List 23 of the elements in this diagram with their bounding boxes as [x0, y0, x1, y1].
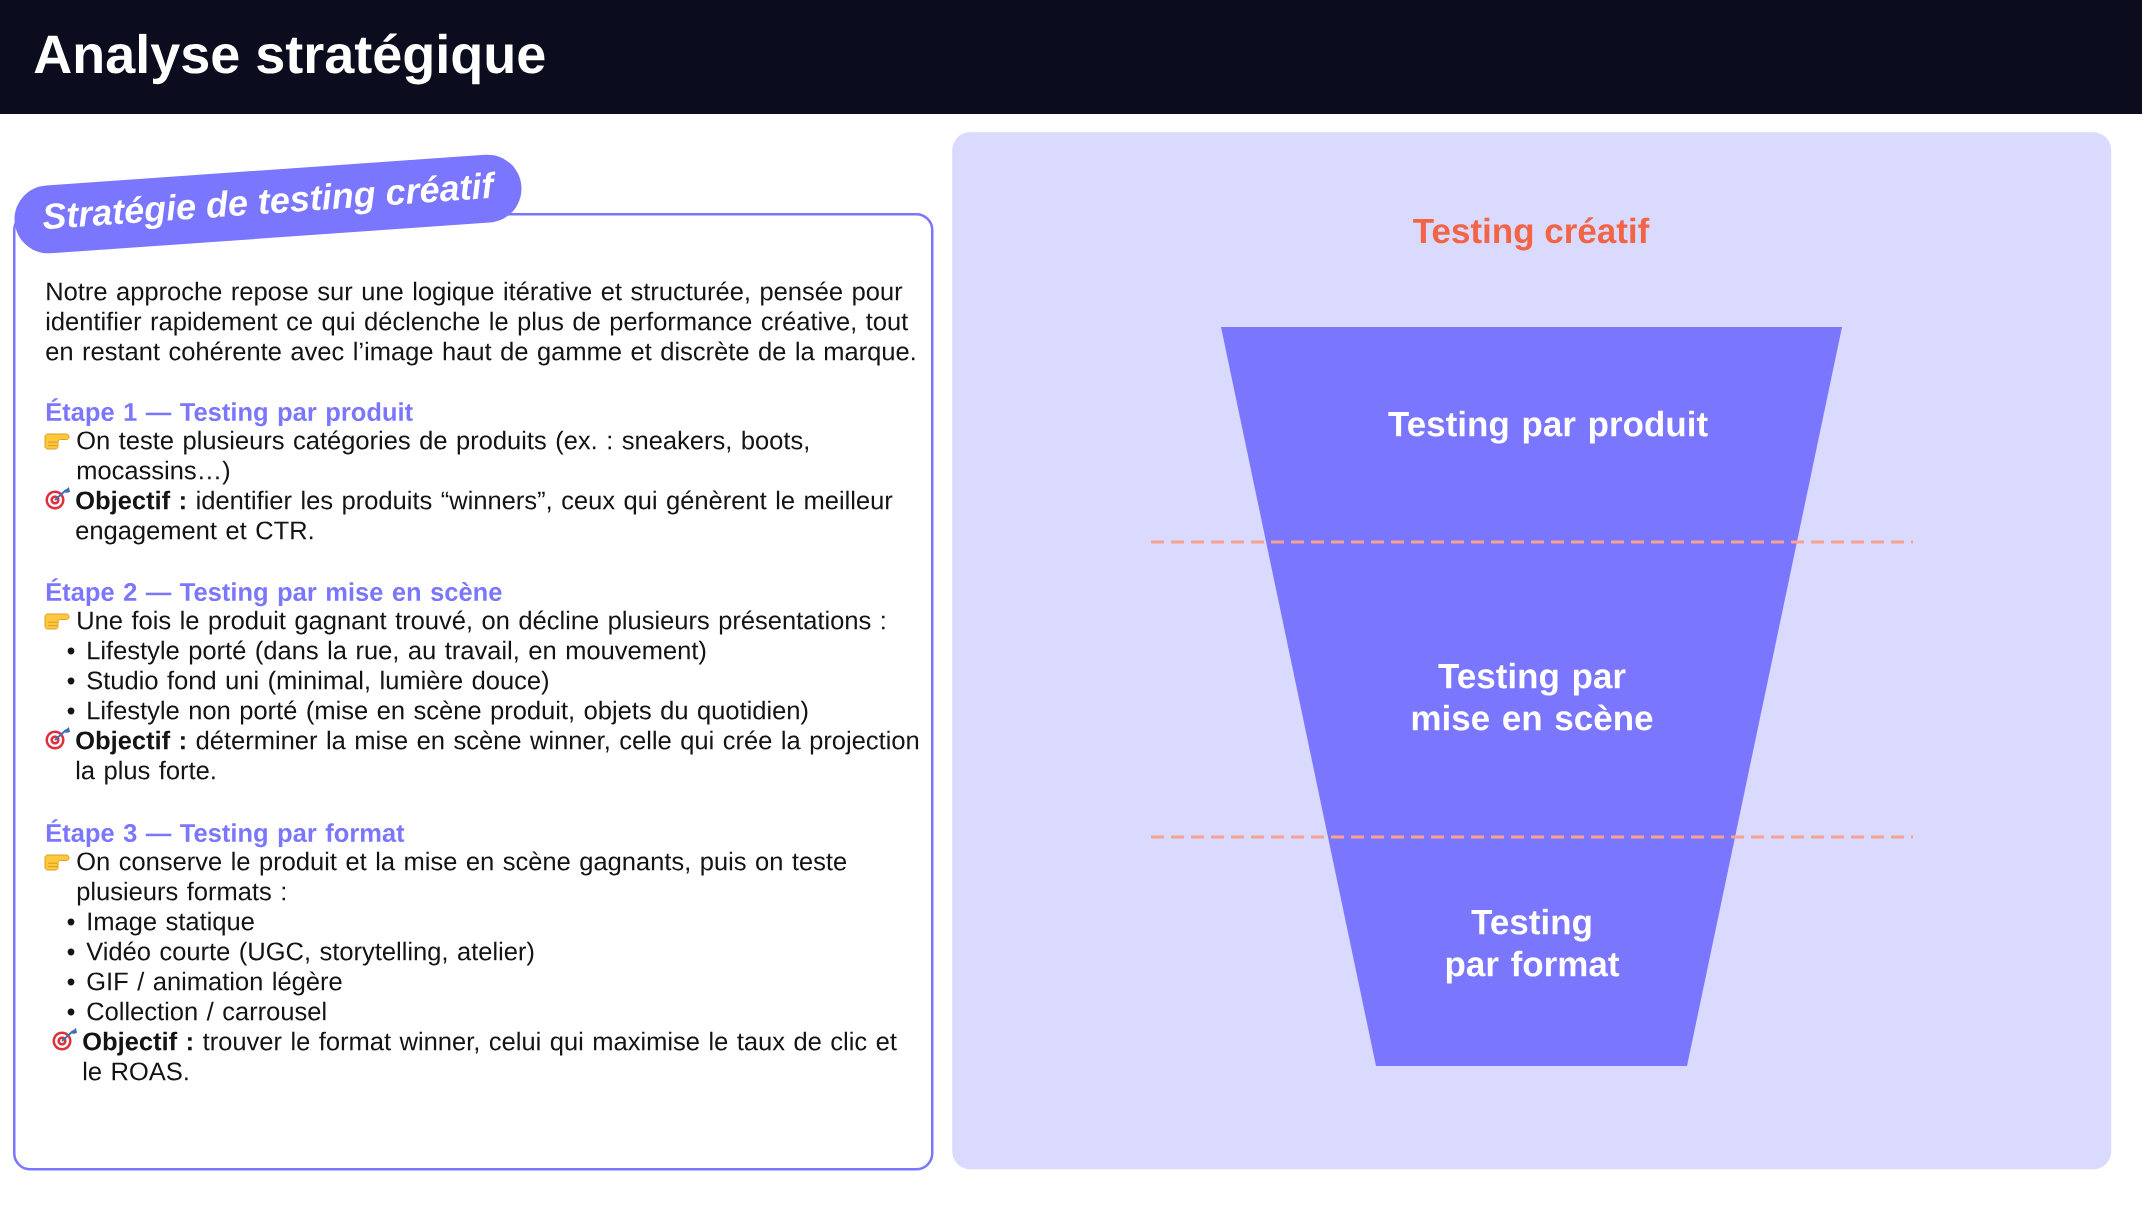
- step-heading: Étape 2 — Testing par mise en scène: [46, 578, 502, 607]
- funnel-segment: Testing par produit: [1221, 327, 1842, 542]
- objective-text: Objectif : déterminer la mise en scène winner, celle qui crée la projection la plus forte.: [76, 730, 919, 785]
- funnel-segment: Testing par mise en scène: [1266, 542, 1797, 837]
- objective-text: Objectif : identifier les produits “winners”, ceux qui génèrent le meilleur engagement et CTR.: [76, 490, 893, 545]
- list-item: GIF / animation légère: [87, 971, 342, 996]
- list-item: Image statique: [88, 911, 254, 936]
- list-item: Lifestyle non porté (mise en scène produit, objets du quotidien): [88, 700, 808, 725]
- step-description: On conserve le produit et la mise en scène gagnants, puis on teste plusieurs formats :: [77, 851, 847, 906]
- panel-title: Testing créatif: [1413, 217, 1650, 251]
- step-heading: Étape 1 — Testing par produit: [46, 398, 413, 427]
- list-item: Lifestyle porté (dans la rue, au travail, en mouvement): [88, 640, 706, 665]
- intro-paragraph: Notre approche repose sur une logique itérative et structurée, pensée pour identifier rapidement ce qui déclenche le plus de performance créative, tout en restant cohérente avec l’image haut de gamme et discrète de la marque.: [46, 281, 915, 366]
- list-item: Studio fond uni (minimal, lumière douce): [87, 670, 548, 695]
- objective-text: Objectif : trouver le format winner, celui qui maximise le taux de clic et le ROAS.: [83, 1031, 897, 1081]
- step-description: Une fois le produit gagnant trouvé, on décline plusieurs présentations :: [78, 610, 885, 635]
- step-heading: Étape 3 — Testing par format: [46, 819, 405, 848]
- page-title: Analyse stratégique: [34, 33, 545, 85]
- list-item: Vidéo courte (UGC, storytelling, atelier): [86, 941, 534, 966]
- list-item: Collection / carrousel: [87, 1001, 326, 1021]
- step-description: On teste plusieurs catégories de produits (ex. : sneakers, boots, mocassins…): [77, 430, 808, 485]
- funnel-segment: Testing par format: [1328, 837, 1736, 1066]
- section-title: Stratégie de testing créatif: [43, 171, 496, 230]
